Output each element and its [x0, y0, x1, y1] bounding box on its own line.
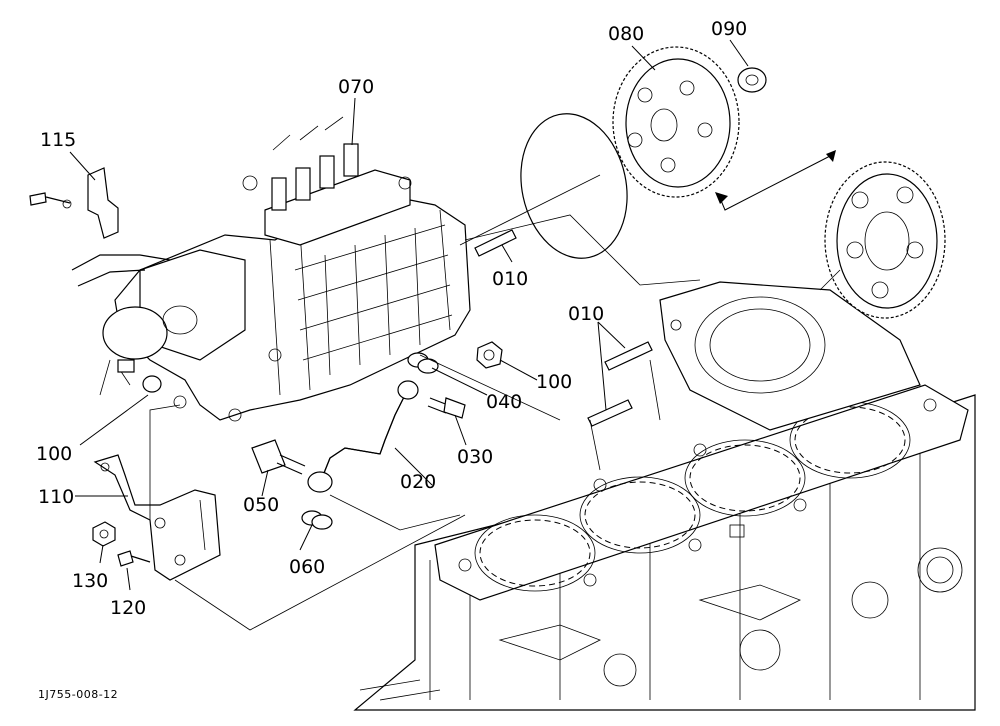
head-gasket [434, 384, 969, 601]
callout-115: 115 [40, 129, 76, 151]
fuel-pipe [307, 380, 419, 493]
bolt-030 [427, 397, 466, 419]
callout-120: 120 [110, 597, 146, 619]
gear-case-housing [659, 281, 921, 431]
stud-010-upper [474, 229, 517, 257]
injection-pump [29, 116, 471, 422]
leader-lines [69, 39, 841, 631]
callout-labels: 115 070 080 090 010 010 100 040 030 020 … [36, 18, 747, 619]
bolt-120 [117, 550, 151, 567]
nut-130 [92, 521, 116, 547]
callout-060: 060 [289, 556, 325, 578]
eye-bolt-050 [251, 439, 306, 475]
callout-100-right: 100 [536, 371, 572, 393]
callout-040: 040 [486, 391, 522, 413]
callout-070: 070 [338, 76, 374, 98]
nut-100-right [476, 341, 503, 369]
cylinder-block [353, 394, 976, 711]
callout-130: 130 [72, 570, 108, 592]
gasket-washers-060 [301, 510, 333, 530]
callout-010-lower: 010 [568, 303, 604, 325]
o-ring [520, 113, 628, 259]
callout-090: 090 [711, 18, 747, 40]
gear-nut-090 [737, 67, 767, 93]
gasket-washers-040 [407, 352, 439, 374]
callout-010-upper: 010 [492, 268, 528, 290]
callout-020: 020 [400, 471, 436, 493]
callout-080: 080 [608, 23, 644, 45]
injection-pump-gear [612, 46, 740, 198]
idle-gear [824, 161, 946, 319]
callout-030: 030 [457, 446, 493, 468]
stud-010-lower [587, 341, 653, 427]
callout-050: 050 [243, 494, 279, 516]
callout-110: 110 [38, 486, 74, 508]
callout-100-left: 100 [36, 443, 72, 465]
document-id: 1J755-008-12 [38, 688, 118, 701]
pump-bracket [93, 454, 221, 581]
